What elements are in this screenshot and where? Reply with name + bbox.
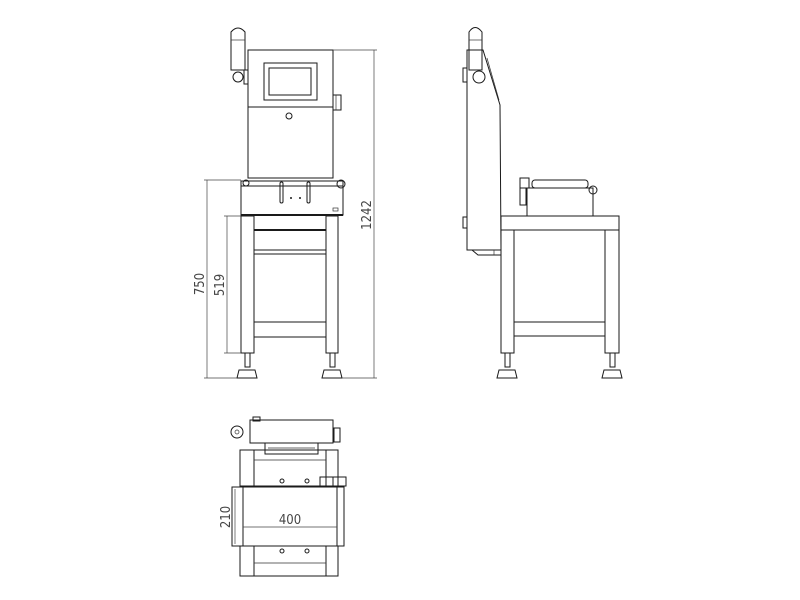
top-frame-upper [239,449,347,487]
dimension-400: 400 [243,513,337,528]
side-conveyor [519,177,598,217]
side-handle [332,94,342,111]
leveling-feet [236,352,343,379]
dimension-210: 210 [219,489,236,544]
light-tower [230,27,249,85]
top-view: 210 400 [219,416,347,577]
top-upper-unit [230,416,341,455]
dimension-label-750: 750 [193,273,208,295]
touch-screen [268,67,312,96]
conveyor-unit [240,179,346,216]
dimension-1242: 1242 [333,49,377,379]
side-cabinet-column [462,49,502,256]
side-light-tower [468,27,486,84]
front-view: 750 519 1242 [193,27,377,379]
dimension-label-519: 519 [213,274,228,296]
top-frame-lower [239,545,339,577]
dimension-label-400: 400 [279,513,301,528]
dimension-label-1242: 1242 [360,200,375,230]
cabinet-lock [285,112,293,120]
stand-frame [236,215,343,379]
dimension-label-210: 210 [219,506,234,528]
touch-screen-frame [263,62,318,101]
control-cabinet [247,49,342,179]
side-view [462,27,623,379]
dimension-750: 750 [193,179,241,379]
side-stand-frame [496,215,623,379]
dimension-519: 519 [213,215,241,354]
